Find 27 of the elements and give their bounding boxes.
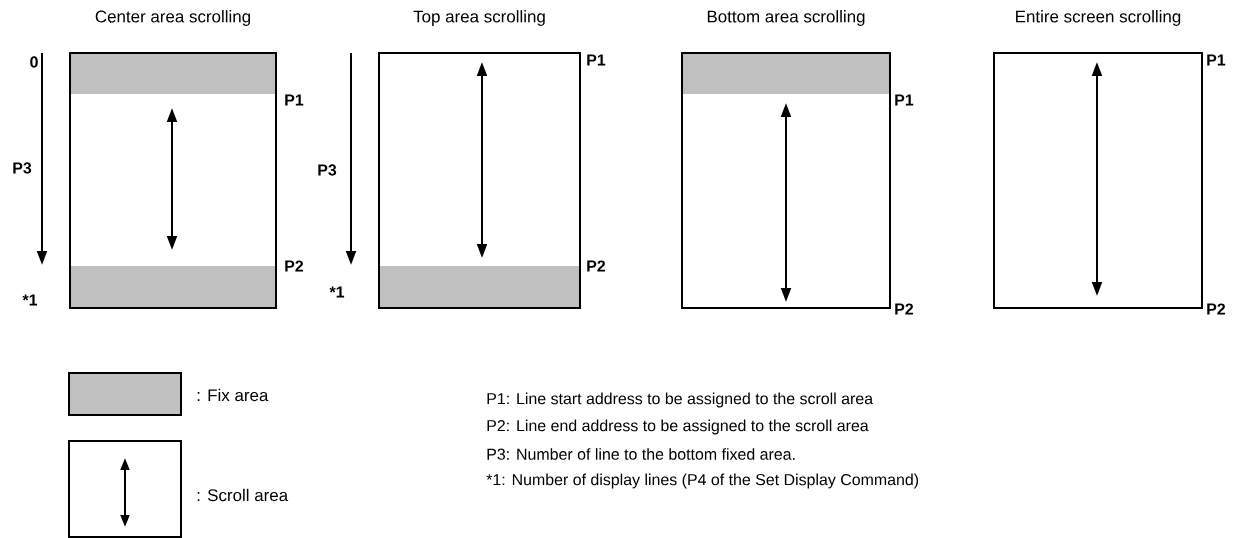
address-label: P1 — [587, 54, 606, 66]
note-text: *1: Number of display lines (P4 of the Set Display Command) — [486, 473, 919, 489]
fixed-area-band — [380, 266, 579, 307]
line-label: P3 — [13, 162, 32, 174]
address-label: P2 — [285, 260, 304, 272]
legend-text: : Scroll area — [197, 488, 289, 502]
address-label: P2 — [587, 260, 606, 272]
panel-title: Bottom area scrolling — [707, 10, 865, 26]
fixed-area-band — [71, 266, 275, 307]
address-label: P1 — [1207, 54, 1226, 66]
line-label: P3 — [318, 164, 337, 176]
note-text: P2: Line end address to be assigned to the scroll area — [487, 419, 869, 435]
line-label: 0 — [30, 56, 38, 68]
panel-title: Center area scrolling — [95, 10, 250, 26]
line-label: *1 — [22, 294, 38, 306]
note-text: P1: Line start address to be assigned to the scroll area — [487, 392, 874, 408]
address-label: P1 — [285, 94, 304, 106]
address-label: P1 — [895, 94, 914, 106]
fixed-area-band — [71, 54, 275, 94]
line-label: *1 — [329, 286, 345, 298]
address-label: P2 — [1207, 303, 1226, 315]
panel-title: Entire screen scrolling — [1016, 10, 1181, 26]
address-label: P2 — [895, 303, 914, 315]
panel-title: Top area scrolling — [413, 10, 545, 26]
fixed-area-band — [683, 54, 889, 94]
legend-text: : Fix area — [197, 388, 269, 402]
note-text: P3: Number of line to the bottom fixed area. — [487, 448, 795, 460]
